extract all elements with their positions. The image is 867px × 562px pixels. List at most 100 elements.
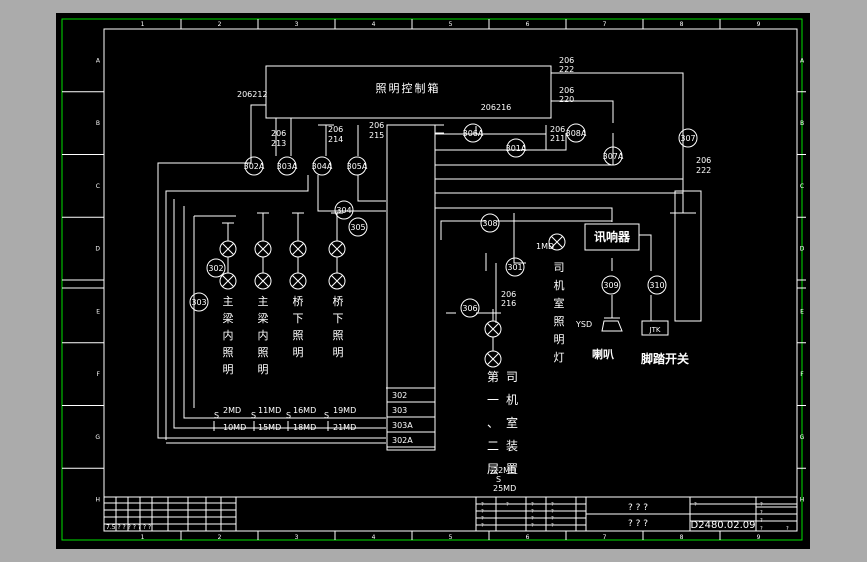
ruler-ticks — [62, 19, 806, 540]
node-label: 301 — [507, 263, 522, 272]
lamps — [219, 212, 566, 368]
node-301: 301 — [505, 257, 525, 277]
horn-code: YSD — [575, 320, 592, 329]
junction-terminal-label: 302A — [392, 436, 413, 445]
title-block-cell: ? — [760, 502, 763, 508]
lamp-group-2-char: 照 — [258, 346, 269, 359]
ruler-bottom-label: 2 — [218, 534, 222, 541]
junction-terminal-label: 302 — [392, 391, 407, 400]
lamp-group-1-char: 照 — [223, 346, 234, 359]
ruler-right-label: C — [800, 183, 804, 190]
node-303A: 303A — [277, 156, 298, 176]
drawing-number: D2480.02.09 — [691, 520, 756, 531]
ruler-right-label: B — [800, 120, 804, 127]
ruler-right-label: G — [800, 434, 805, 441]
node-303: 303 — [189, 292, 209, 312]
cab-light-char: 室 — [554, 296, 565, 310]
node-302: 302 — [206, 258, 226, 278]
title-block — [103, 496, 798, 532]
md-separator: S — [286, 411, 291, 420]
pedal-switch-box — [641, 320, 669, 336]
ruler-bottom-label: 8 — [680, 534, 684, 541]
md-label: 1MD — [536, 242, 554, 251]
ruler-top-label: 1 — [141, 21, 145, 28]
lamp-group-3-char: 桥 — [293, 295, 304, 308]
node-label: 301A — [506, 144, 527, 153]
node-307: 307 — [678, 128, 698, 148]
title-row1: ? ? ? — [628, 503, 648, 513]
horn-symbol — [601, 320, 623, 332]
node-label: 307 — [680, 134, 695, 143]
node-label: 309 — [603, 281, 618, 290]
node-307A: 307A — [603, 146, 624, 166]
md-label: 10MD — [223, 423, 246, 432]
lamp — [254, 272, 272, 290]
node-label: 303A — [277, 162, 298, 171]
lamp-stems — [222, 212, 515, 351]
layer-col1-char: 第 — [487, 370, 499, 384]
title-block-cell: ? — [551, 523, 554, 529]
ruler-left-label: H — [95, 497, 100, 504]
lamp-group-3-char: 照 — [293, 329, 304, 342]
md-label: 25MD — [493, 484, 516, 493]
title-row2: ? ? ? — [628, 519, 648, 529]
node-label: 306A — [463, 129, 484, 138]
node-label: 305A — [347, 162, 368, 171]
control-box — [265, 65, 552, 119]
title-block-cell: ? — [551, 509, 554, 515]
ruler-left-label: B — [96, 120, 100, 127]
ruler-bottom-label: 9 — [757, 534, 761, 541]
md-label: 2MD — [223, 406, 241, 415]
md-label: 15MD — [258, 423, 281, 432]
control-box-label: 照明控制箱 — [376, 81, 441, 95]
md-label: 16MD — [293, 406, 316, 415]
ruler-right-label: H — [800, 497, 805, 504]
title-block-cell: ? — [531, 516, 534, 522]
ruler-right-label: A — [800, 57, 805, 64]
junction-box — [386, 124, 436, 451]
lamp-group-1-char: 梁 — [223, 311, 234, 325]
title-block-cell: ? — [481, 516, 484, 522]
ruler-left-label: A — [96, 57, 101, 64]
title-block-cell: ? — [531, 523, 534, 529]
lamp — [219, 272, 237, 290]
ruler-top-label: 8 — [680, 21, 684, 28]
node-label: 303 — [191, 298, 206, 307]
ruler-right-label: D — [800, 246, 805, 253]
lamp — [254, 240, 272, 258]
drawing-frame — [103, 28, 798, 532]
title-block-cell: ? — [551, 516, 554, 522]
horn-device-label: 讯响器 — [594, 229, 631, 244]
lamp-group-4-char: 桥 — [333, 295, 344, 308]
ruler-top-label: 6 — [526, 21, 530, 28]
title-block-cell: ? — [481, 523, 484, 529]
layer-col1-char: 一 — [487, 393, 499, 407]
load-meter-box — [674, 190, 702, 322]
layer-col2-char: 室 — [506, 415, 518, 430]
ruler-bottom-label: 7 — [603, 534, 607, 541]
title-block-cell: ? — [506, 502, 509, 508]
node-301A: 301A — [506, 138, 527, 158]
lamp — [548, 233, 566, 251]
title-block-cell: ? — [481, 502, 484, 508]
md-separator: S — [251, 411, 256, 420]
ruler-bottom-label: 6 — [526, 534, 530, 541]
md-label: 18MD — [293, 423, 316, 432]
lamp-group-1-char: 主 — [223, 295, 234, 308]
layer-col2-char: 机 — [506, 393, 518, 407]
ruler-top-label: 4 — [372, 21, 376, 28]
lamp-group-3-char: 下 — [293, 312, 304, 325]
node-306A: 306A — [463, 123, 484, 143]
md-separator: S — [496, 475, 501, 484]
title-block-cell: ? — [694, 502, 697, 508]
node-label: 307A — [603, 152, 624, 161]
ruler-bottom-label: 3 — [295, 534, 299, 541]
